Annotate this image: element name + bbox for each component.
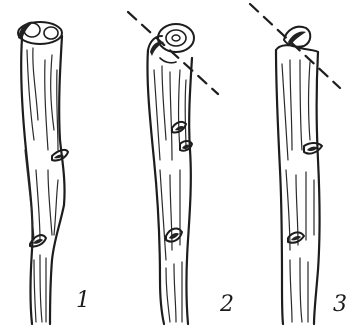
shoot-3 bbox=[250, 4, 340, 324]
figure-label-3: 3 bbox=[333, 294, 347, 316]
cut-surface-1 bbox=[18, 22, 62, 44]
cut-surface-2 bbox=[148, 24, 194, 63]
figure-label-1: 1 bbox=[76, 290, 90, 312]
bud-1a bbox=[52, 150, 68, 161]
bark-hatching-2 bbox=[154, 66, 186, 322]
bud-3a bbox=[304, 143, 322, 154]
figure-label-2: 2 bbox=[220, 294, 234, 316]
shoot-2 bbox=[128, 12, 218, 324]
shoot-1 bbox=[18, 22, 68, 324]
bark-hatching-3 bbox=[282, 60, 314, 322]
